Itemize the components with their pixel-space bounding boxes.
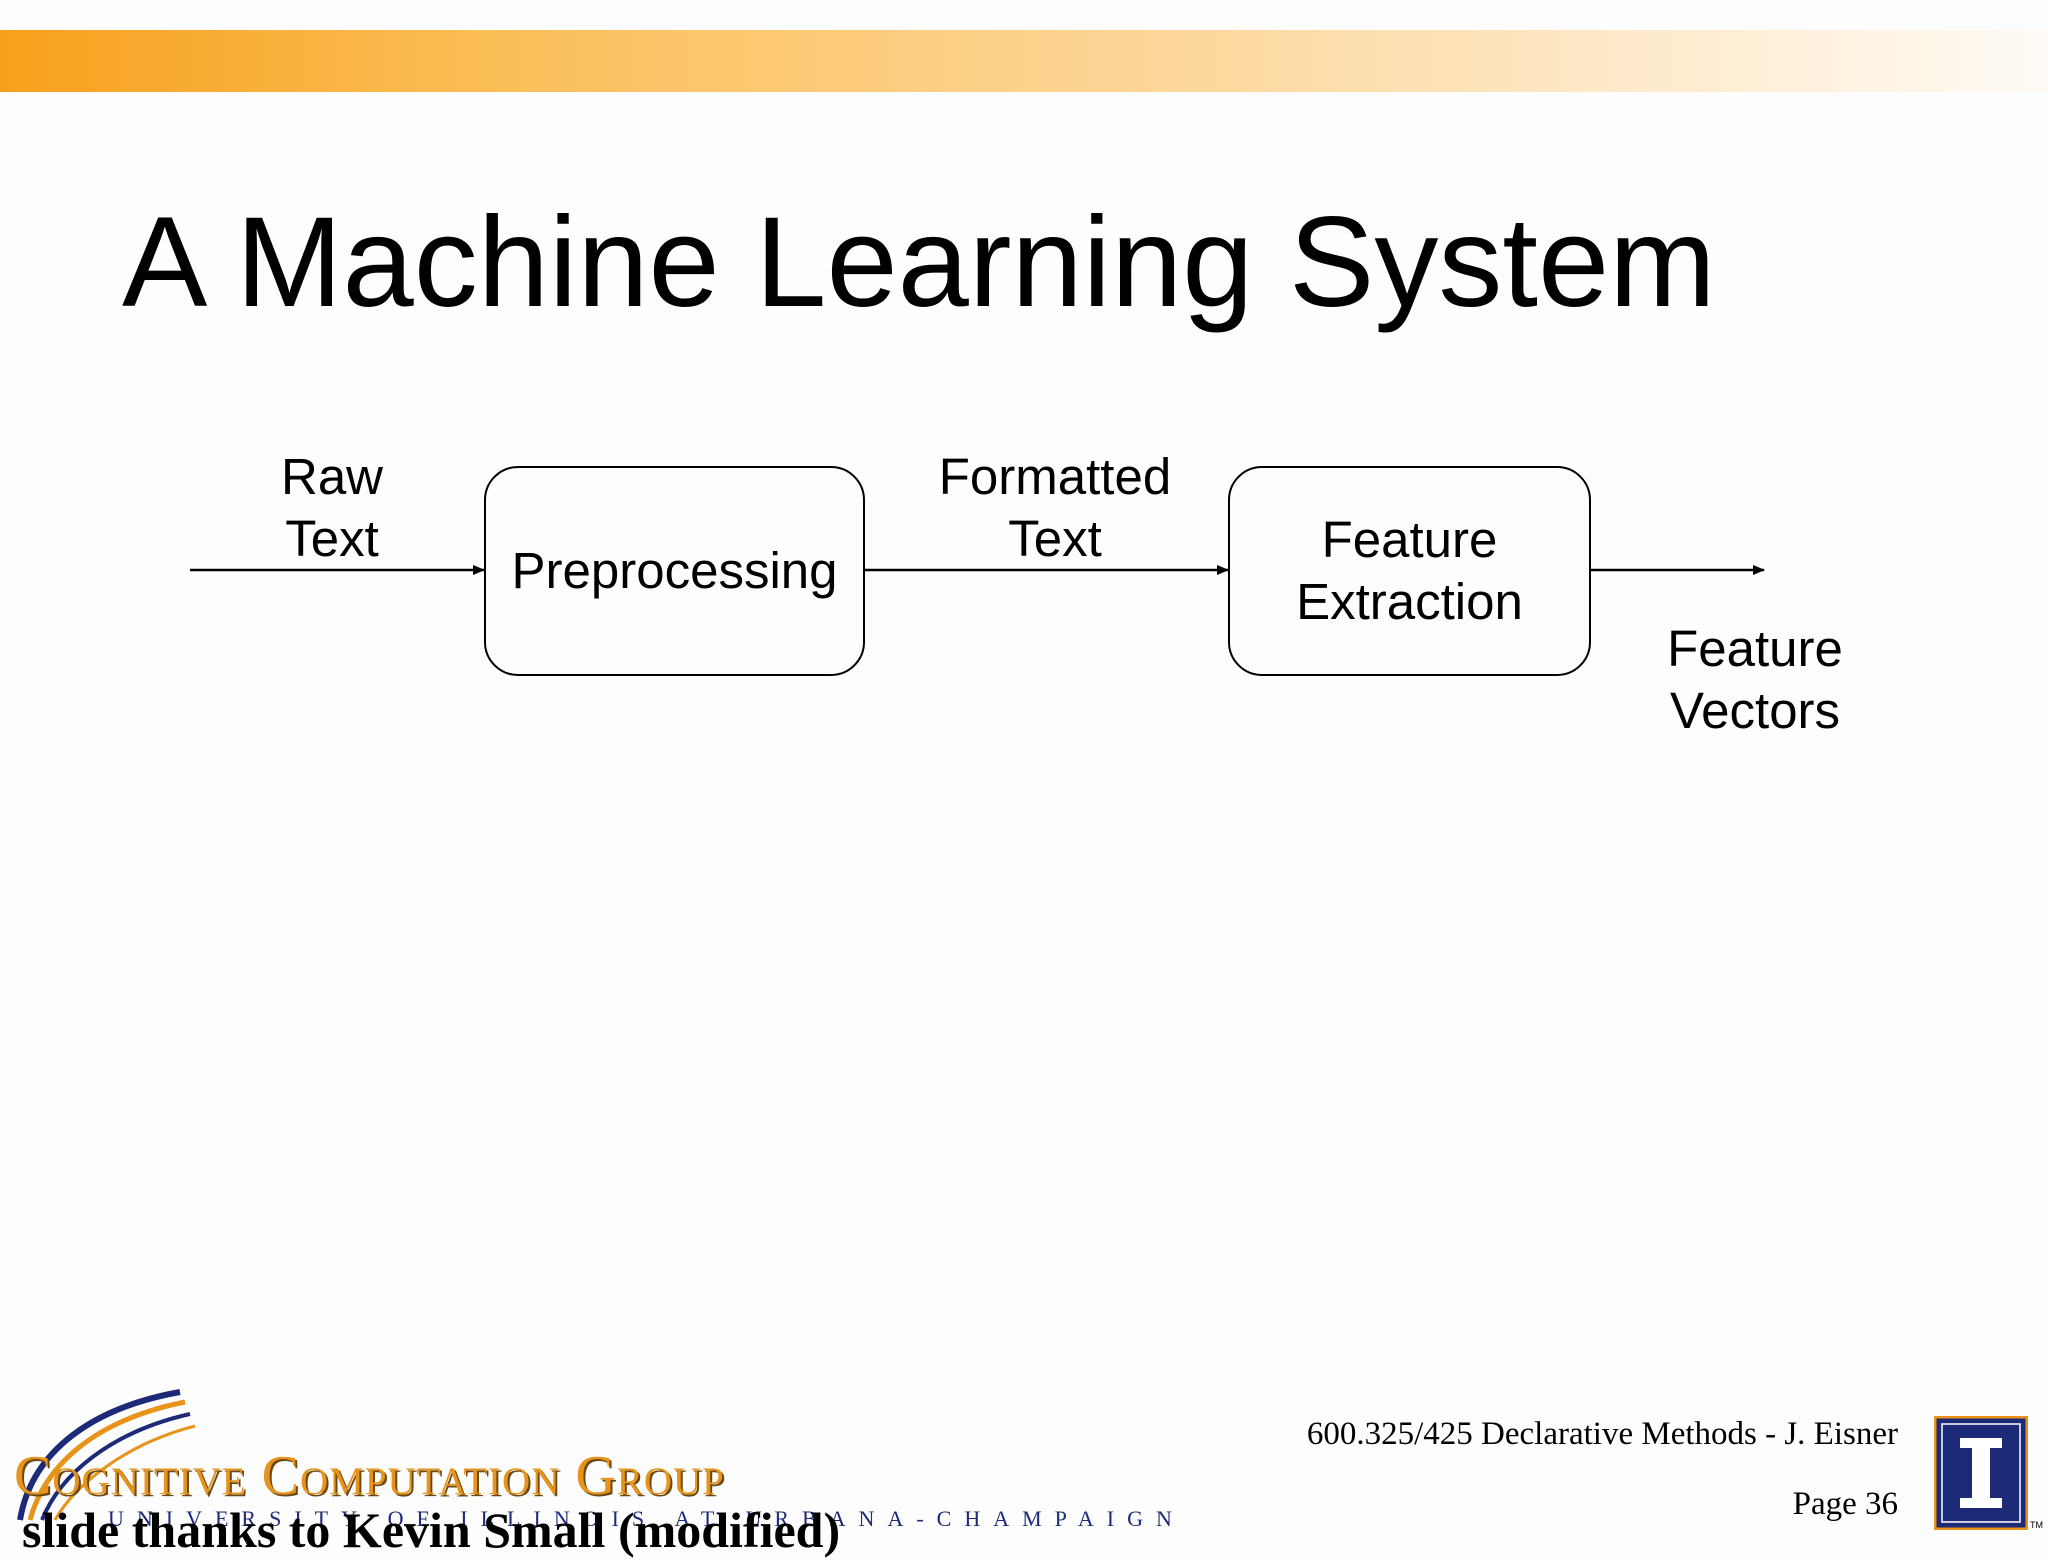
- illinois-column-logo-icon: [1934, 1416, 2028, 1530]
- preprocessing-label: Preprocessing: [511, 542, 838, 599]
- raw-text-label: Raw Text: [280, 448, 384, 567]
- header-accent-bar: [0, 30, 2048, 92]
- slide-credit: slide thanks to Kevin Small (modified): [22, 1502, 841, 1558]
- slide-title: A Machine Learning System: [122, 191, 1716, 334]
- feature-vectors-label: Feature Vectors: [1667, 620, 1843, 739]
- preprocessing-node: Preprocessing: [484, 466, 865, 676]
- feature-extraction-label: Feature Extraction: [1296, 511, 1523, 630]
- page-number: Page 36: [1792, 1486, 1898, 1522]
- logo-university-name: UNIVERSITY OF ILLINOIS AT URBANA-CHAMPAI…: [108, 1506, 1185, 1531]
- logo-group-name: Cognitive Computation Group: [14, 1445, 725, 1507]
- cognitive-computation-swoosh-icon: [17, 1389, 196, 1521]
- formatted-text-label: Formatted Text: [938, 448, 1172, 567]
- feature-extraction-node: Feature Extraction: [1228, 466, 1591, 676]
- course-footer: 600.325/425 Declarative Methods - J. Eis…: [1306, 1416, 1898, 1452]
- trademark-mark: TM: [2030, 1520, 2043, 1530]
